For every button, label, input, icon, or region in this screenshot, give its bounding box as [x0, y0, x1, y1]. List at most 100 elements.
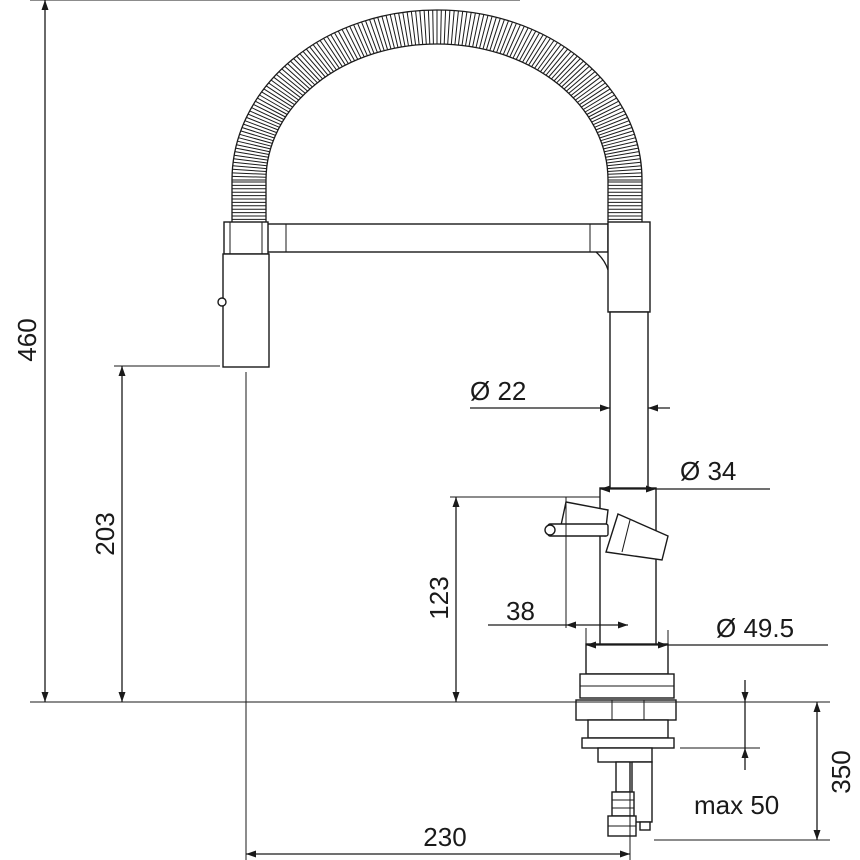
- hose-coil: [369, 19, 382, 52]
- hose-coil: [531, 38, 551, 67]
- hose-coil: [232, 172, 267, 175]
- hose-coil: [551, 53, 575, 80]
- hose-coil: [482, 16, 493, 50]
- label-max-thickness: max 50: [694, 790, 779, 820]
- hose-coil: [233, 161, 267, 167]
- hose-coil: [598, 123, 631, 136]
- hose-coil: [572, 76, 601, 99]
- hose-coil: [377, 17, 389, 50]
- hose-coil: [528, 36, 548, 66]
- hose-coil: [558, 60, 584, 86]
- hose-coil: [594, 113, 627, 128]
- hose-coil: [592, 110, 625, 126]
- hose-coil: [234, 154, 268, 161]
- hose-coil: [255, 100, 286, 118]
- hose-coil: [305, 48, 329, 76]
- label-under-counter: 350: [826, 750, 856, 793]
- hose-coil: [247, 113, 280, 128]
- hose-coil: [575, 79, 604, 101]
- hose-coil: [472, 13, 481, 48]
- hose-coil: [606, 154, 640, 161]
- hose-coil: [603, 140, 637, 150]
- hose-coil: [249, 110, 282, 126]
- hose-coil: [566, 68, 593, 92]
- hose-coil: [432, 9, 434, 45]
- hose-coil: [525, 34, 544, 64]
- hose-coil: [577, 82, 606, 103]
- hose-coil: [337, 30, 356, 62]
- hose-coil: [499, 21, 513, 54]
- hose-coil: [293, 58, 318, 84]
- hose-coil: [595, 116, 628, 131]
- hose-coil: [381, 16, 392, 50]
- hose-coil: [253, 103, 285, 120]
- hose-coil: [402, 12, 409, 46]
- hose-coil: [287, 63, 313, 88]
- hose-coil: [542, 46, 565, 74]
- hose-coil: [241, 127, 275, 139]
- hose-coil: [406, 11, 413, 46]
- hose-coil: [302, 50, 326, 78]
- hose-coil: [257, 97, 288, 115]
- hose-coil: [341, 29, 359, 60]
- hose-coil: [583, 91, 613, 110]
- hose-coil: [233, 158, 268, 164]
- hose-coil: [232, 165, 267, 170]
- hose-coil: [334, 32, 352, 63]
- hose-coil: [468, 12, 476, 47]
- hose-coil: [231, 175, 267, 178]
- hose-coil: [607, 175, 643, 178]
- hose-coil: [232, 168, 267, 172]
- hose-coil: [586, 97, 617, 115]
- hose-coil: [440, 9, 442, 45]
- hose-coil: [239, 133, 273, 144]
- hose-coil: [607, 165, 642, 170]
- hose-coil: [357, 23, 372, 55]
- hose-coil: [353, 24, 368, 57]
- hose-coil: [389, 14, 399, 48]
- hose-coil: [581, 88, 611, 108]
- hose-coil: [570, 74, 599, 96]
- dimension-labels: 460 203 123 350 230 Ø 22 Ø 34 38 Ø 49.5 …: [12, 318, 856, 852]
- hose-coil: [266, 85, 295, 106]
- hose-coil: [423, 10, 427, 45]
- hose-coil: [607, 161, 641, 167]
- hose-coil: [361, 21, 375, 54]
- hose-coil: [584, 94, 615, 113]
- hose-coil: [454, 10, 459, 45]
- hose-coil: [326, 36, 346, 66]
- hose-coil: [479, 15, 489, 49]
- label-lever-height: 123: [424, 576, 454, 619]
- hose-coil: [415, 10, 420, 45]
- hose-coil: [259, 94, 290, 113]
- hose-coil: [579, 85, 608, 106]
- hose-coil: [319, 40, 340, 69]
- hose-coil: [502, 23, 517, 55]
- hose-coil: [602, 137, 636, 147]
- hose-coil: [237, 140, 271, 150]
- hose-coil: [605, 151, 640, 158]
- hose-coil: [604, 144, 638, 153]
- hose-coil: [465, 12, 472, 46]
- hose-coil: [365, 20, 378, 53]
- hose-coil: [278, 71, 306, 94]
- hose-coil: [606, 158, 641, 164]
- hose-coil: [589, 103, 621, 120]
- hose-coil: [312, 44, 334, 73]
- hose-coil: [236, 144, 270, 153]
- hose-coil: [588, 100, 619, 118]
- hose-coil: [238, 137, 272, 147]
- hose-coil: [607, 168, 642, 172]
- hose-coil: [450, 10, 455, 45]
- label-outreach: 230: [423, 822, 466, 852]
- hose-coil: [447, 10, 451, 45]
- hose-coil: [235, 147, 270, 155]
- mixer-body: [544, 487, 669, 647]
- label-tube-diameter: Ø 22: [470, 376, 526, 406]
- hose-coil: [323, 38, 343, 67]
- hose-coil: [263, 88, 293, 108]
- hose-coil: [548, 50, 572, 78]
- hose-coil: [553, 55, 578, 82]
- hose-coil: [234, 151, 269, 158]
